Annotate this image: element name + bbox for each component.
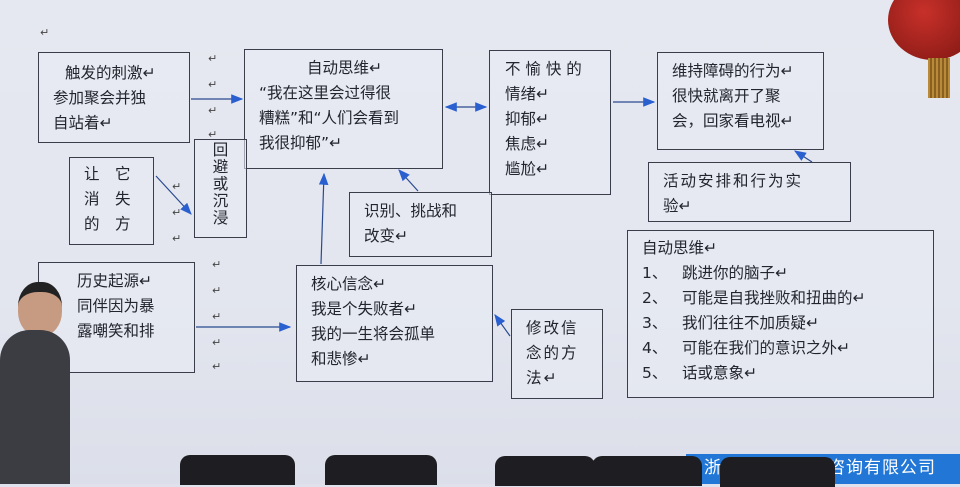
history-line: 历史起源↵ (77, 272, 152, 290)
trigger-title: 触发的刺激↵ (65, 64, 156, 82)
auto-list-title: 自动思维↵ (642, 239, 717, 257)
item-text: 我们往往不加质疑↵ (682, 314, 819, 332)
core-belief-box: 核心信念↵ 我是个失败者↵ 我的一生将会孤单 和悲惨↵ (296, 265, 493, 382)
return-mark: ↵ (212, 360, 222, 373)
emotion-line: 焦虑↵ (505, 135, 549, 153)
item-text: 可能是自我挫败和扭曲的↵ (682, 289, 866, 307)
let-disappear-line: 的 方 (84, 215, 131, 233)
emotion-line: 抑郁↵ (505, 110, 549, 128)
presenter-head (18, 282, 62, 336)
return-mark: ↵ (212, 336, 222, 349)
return-mark: ↵ (172, 180, 182, 193)
avoidance-char: 沉 (212, 192, 229, 210)
identify-challenge-box: 识别、挑战和 改变↵ (349, 192, 492, 257)
avoidance-box: 回 避 或 沉 浸 (194, 139, 247, 238)
item-text: 跳进你的脑子↵ (682, 264, 788, 282)
let-disappear-line: 消 失 (84, 190, 131, 208)
chair-silhouette (720, 457, 835, 487)
item-text: 可能在我们的意识之外↵ (682, 339, 850, 357)
emotion-line: 尴尬↵ (505, 160, 549, 178)
core-belief-line: 核心信念↵ (311, 275, 386, 293)
let-disappear-line: 让 它 (84, 165, 131, 183)
let-disappear-box: 让 它 消 失 的 方 (69, 157, 154, 245)
avoidance-char: 回 (212, 141, 229, 159)
auto-thought-line: 糟糕”和“人们会看到 (259, 109, 400, 127)
identify-line: 识别、挑战和 (364, 202, 458, 220)
history-origin-box: 历史起源↵ 同伴因为暴 露嘲笑和排 (38, 262, 195, 373)
history-line: 同伴因为暴 (77, 297, 155, 315)
return-mark: ↵ (172, 206, 182, 219)
avoidance-char: 浸 (212, 209, 229, 227)
core-belief-line: 我的一生将会孤单 (311, 325, 436, 343)
return-mark: ↵ (208, 52, 218, 65)
item-number: 2、 (642, 289, 668, 307)
return-mark: ↵ (212, 258, 222, 271)
identify-line: 改变↵ (364, 227, 408, 245)
return-mark: ↵ (208, 128, 218, 141)
arrow-modify-to-core (494, 314, 511, 337)
presenter-body (0, 330, 70, 484)
activity-scheduling-box: 活动安排和行为实 验↵ (648, 162, 851, 222)
return-mark: ↵ (212, 310, 222, 323)
chair-silhouette (325, 455, 437, 485)
auto-list-item: 4、可能在我们的意识之外↵ (642, 336, 933, 361)
auto-list-item: 5、话或意象↵ (642, 361, 933, 386)
arrow-identify-to-thought (398, 169, 419, 192)
auto-thought-title: 自动思维↵ (307, 59, 382, 77)
trigger-box: 触发的刺激↵ 参加聚会并独 自站着↵ (38, 52, 190, 143)
item-text: 话或意象↵ (682, 364, 757, 382)
history-line: 露嘲笑和排 (77, 322, 155, 340)
activity-line: 活动安排和行为实 (663, 172, 804, 190)
arrow-let-to-avoidance (155, 175, 192, 215)
return-mark: ↵ (172, 232, 182, 245)
return-mark: ↵ (212, 284, 222, 297)
trigger-line: 自站着↵ (53, 114, 113, 132)
trigger-line: 参加聚会并独 (53, 89, 147, 107)
maintain-line: 会，回家看电视↵ (672, 112, 794, 130)
auto-thought-list-box: 自动思维↵ 1、跳进你的脑子↵ 2、可能是自我挫败和扭曲的↵ 3、我们往往不加质… (627, 230, 934, 398)
return-mark: ↵ (208, 104, 218, 117)
item-number: 3、 (642, 314, 668, 332)
return-mark: ↵ (208, 78, 218, 91)
return-mark: ↵ (40, 26, 50, 39)
modify-belief-box: 修改信 念的方 法↵ (511, 309, 603, 399)
auto-thought-line: 我很抑郁”↵ (259, 134, 343, 152)
maintain-line: 很快就离开了聚 (672, 87, 781, 105)
maintaining-behavior-box: 维持障碍的行为↵ 很快就离开了聚 会，回家看电视↵ (657, 52, 824, 150)
chair-silhouette (495, 456, 595, 486)
chair-silhouette (592, 456, 702, 486)
core-belief-line: 和悲惨↵ (311, 350, 371, 368)
modify-line: 修改信 (526, 319, 579, 337)
auto-thought-line: “我在这里会过得很 (259, 84, 392, 102)
avoidance-char: 避 (212, 158, 229, 176)
item-number: 5、 (642, 364, 668, 382)
avoidance-char: 或 (212, 175, 229, 193)
item-number: 1、 (642, 264, 668, 282)
emotion-line: 情绪↵ (505, 85, 549, 103)
auto-list-item: 2、可能是自我挫败和扭曲的↵ (642, 286, 933, 311)
modify-line: 法↵ (526, 369, 559, 387)
arrow-activity-to-behavior (793, 150, 813, 163)
auto-list-item: 1、跳进你的脑子↵ (642, 261, 933, 286)
footer-left-text: 浙 (704, 458, 721, 478)
modify-line: 念的方 (526, 344, 579, 362)
arrow-core-to-thought (318, 172, 329, 265)
auto-thought-box: 自动思维↵ “我在这里会过得很 糟糕”和“人们会看到 我很抑郁”↵ (244, 49, 443, 169)
maintain-line: 维持障碍的行为↵ (672, 62, 794, 80)
footer-company-text: 咨询有限公司 (828, 458, 936, 478)
emotion-line: 不 愉 快 的 (505, 60, 582, 78)
activity-line: 验↵ (663, 197, 692, 215)
core-belief-line: 我是个失败者↵ (311, 300, 417, 318)
item-number: 4、 (642, 339, 668, 357)
chair-silhouette (180, 455, 295, 485)
unpleasant-emotions-box: 不 愉 快 的 情绪↵ 抑郁↵ 焦虑↵ 尴尬↵ (489, 50, 611, 195)
auto-list-item: 3、我们往往不加质疑↵ (642, 311, 933, 336)
lantern-tassel (928, 58, 950, 98)
